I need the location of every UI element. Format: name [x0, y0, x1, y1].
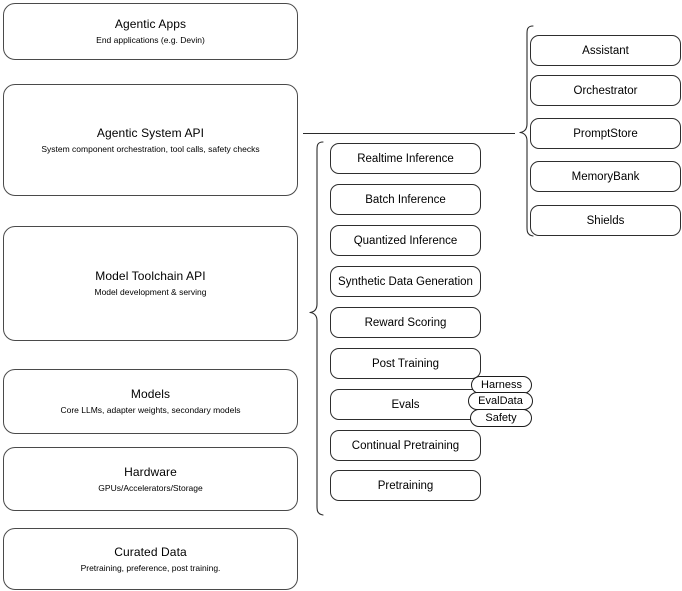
- chip-label: MemoryBank: [571, 170, 640, 183]
- layer-subtitle: Pretraining, preference, post training.: [80, 562, 221, 573]
- layer-subtitle: Model development & serving: [94, 287, 207, 297]
- chip-label: Batch Inference: [365, 193, 446, 206]
- layer-title: Models: [130, 387, 171, 401]
- chip-label: Pretraining: [377, 479, 434, 492]
- chip-label: Realtime Inference: [357, 152, 454, 165]
- layer-box-agentic-system-api[interactable]: Agentic System API System component orch…: [3, 84, 298, 196]
- chip-label: Synthetic Data Generation: [338, 275, 473, 288]
- toolchain-chip-quantized-inference[interactable]: Quantized Inference: [330, 225, 481, 256]
- chip-label: Evals: [391, 398, 420, 411]
- toolchain-chip-realtime-inference[interactable]: Realtime Inference: [330, 143, 481, 174]
- layer-subtitle: End applications (e.g. Devin): [96, 35, 205, 45]
- chip-label: Continual Pretraining: [351, 439, 460, 452]
- connector-line-system-api: [303, 133, 515, 134]
- brace-toolchain: [309, 141, 324, 516]
- chip-label: Reward Scoring: [364, 316, 447, 329]
- toolchain-chip-pretraining[interactable]: Pretraining: [330, 470, 481, 501]
- chip-label: Shields: [586, 214, 625, 227]
- toolchain-chip-batch-inference[interactable]: Batch Inference: [330, 184, 481, 215]
- layer-subtitle: System component orchestration, tool cal…: [41, 143, 260, 154]
- layer-title: Curated Data: [114, 544, 187, 559]
- layer-title: Agentic System API: [96, 125, 205, 140]
- layer-title: Agentic Apps: [114, 17, 187, 31]
- system-chip-orchestrator[interactable]: Orchestrator: [530, 75, 681, 106]
- layer-box-hardware[interactable]: Hardware GPUs/Accelerators/Storage: [3, 447, 298, 511]
- chip-label: Quantized Inference: [353, 234, 458, 247]
- chip-label: Orchestrator: [573, 84, 638, 97]
- eval-tag-label: Harness: [481, 379, 522, 391]
- system-chip-memorybank[interactable]: MemoryBank: [530, 161, 681, 192]
- layer-title: Hardware: [124, 464, 177, 479]
- toolchain-chip-reward-scoring[interactable]: Reward Scoring: [330, 307, 481, 338]
- eval-tag-safety[interactable]: Safety: [470, 409, 532, 427]
- eval-tag-label: Safety: [485, 412, 517, 424]
- chip-label: PromptStore: [573, 127, 638, 140]
- layer-box-curated-data[interactable]: Curated Data Pretraining, preference, po…: [3, 528, 298, 590]
- layer-title: Model Toolchain API: [95, 269, 206, 283]
- layer-box-model-toolchain-api[interactable]: Model Toolchain API Model development & …: [3, 226, 298, 341]
- eval-tag-label: EvalData: [478, 395, 523, 407]
- layer-box-models[interactable]: Models Core LLMs, adapter weights, secon…: [3, 369, 298, 434]
- layer-box-agentic-apps[interactable]: Agentic Apps End applications (e.g. Devi…: [3, 3, 298, 60]
- toolchain-chip-synthetic-data-generation[interactable]: Synthetic Data Generation: [330, 266, 481, 297]
- toolchain-chip-evals[interactable]: Evals: [330, 389, 481, 420]
- layer-subtitle: GPUs/Accelerators/Storage: [98, 482, 203, 493]
- toolchain-chip-continual-pretraining[interactable]: Continual Pretraining: [330, 430, 481, 461]
- eval-tag-evaldata[interactable]: EvalData: [468, 392, 533, 410]
- toolchain-chip-post-training[interactable]: Post Training: [330, 348, 481, 379]
- system-chip-promptstore[interactable]: PromptStore: [530, 118, 681, 149]
- chip-label: Post Training: [371, 357, 440, 370]
- chip-label: Assistant: [582, 44, 629, 57]
- system-chip-assistant[interactable]: Assistant: [530, 35, 681, 66]
- layer-subtitle: Core LLMs, adapter weights, secondary mo…: [60, 405, 241, 415]
- system-chip-shields[interactable]: Shields: [530, 205, 681, 236]
- brace-system-components: [519, 25, 534, 237]
